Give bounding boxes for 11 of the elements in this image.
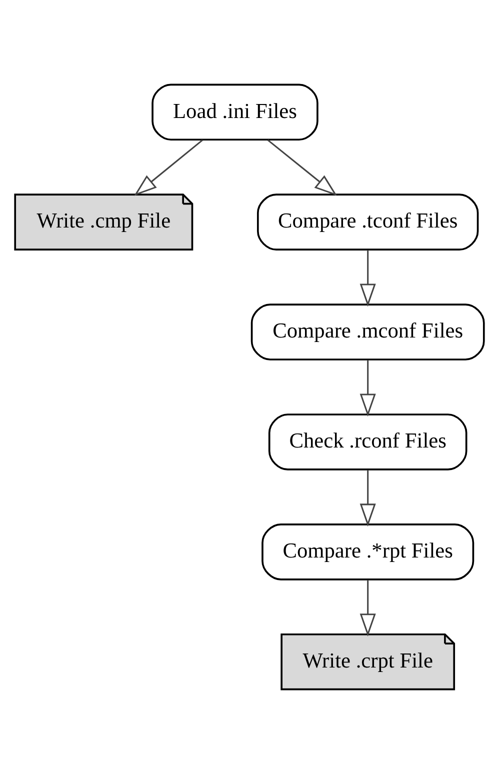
node-box: Load .ini Files bbox=[151, 84, 318, 141]
arrow bbox=[359, 250, 376, 307]
arrow bbox=[359, 470, 376, 527]
arrow bbox=[133, 140, 203, 196]
arrow bbox=[266, 140, 337, 196]
arrow bbox=[359, 360, 376, 417]
node-box: Compare .mconf Files bbox=[250, 304, 484, 360]
node-box: Compare .tconf Files bbox=[256, 194, 478, 250]
node-box: Check .rconf Files bbox=[268, 414, 467, 470]
arrow bbox=[359, 580, 376, 637]
node-box: Compare .*rpt Files bbox=[261, 524, 474, 580]
